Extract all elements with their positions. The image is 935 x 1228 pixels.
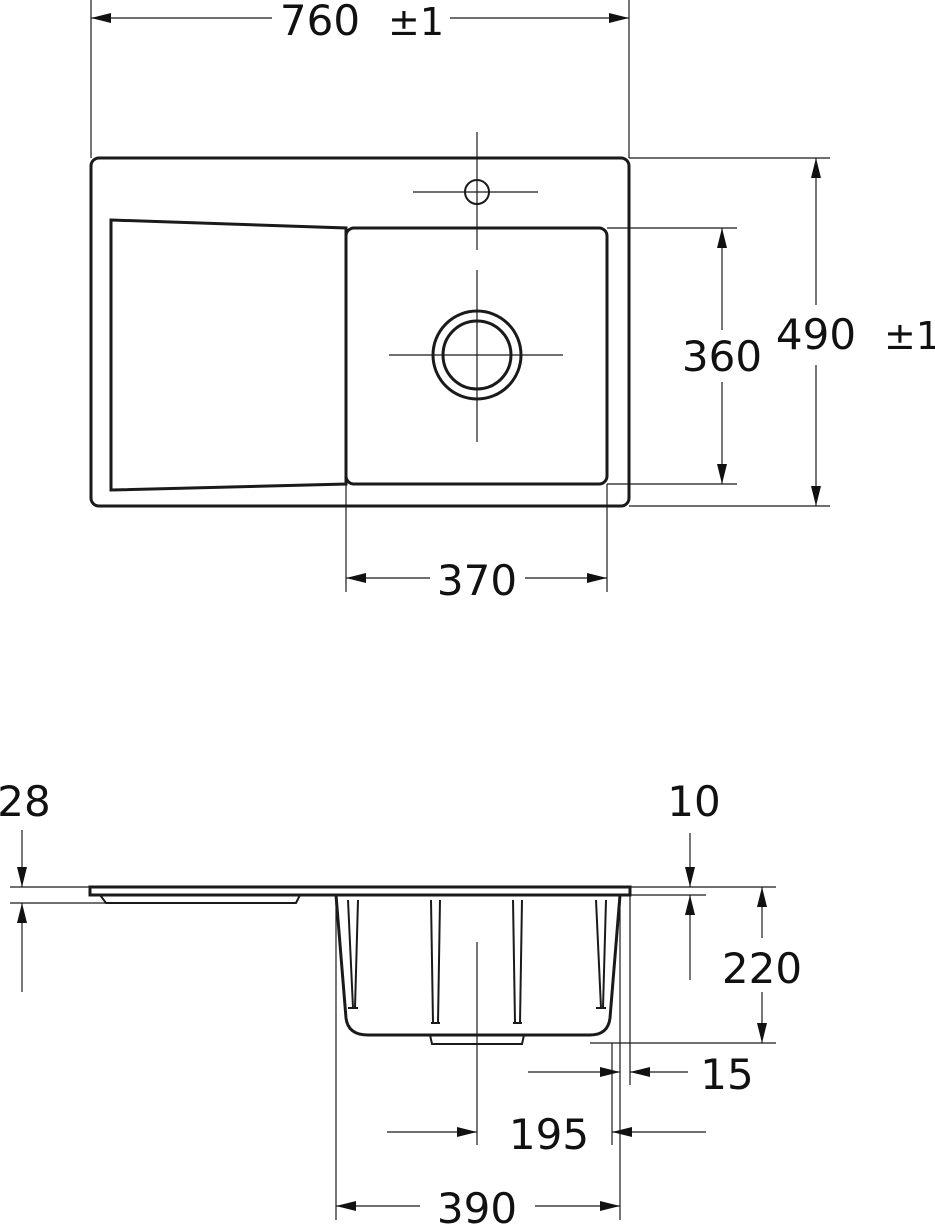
dim-depth: 490 — [776, 310, 856, 359]
dim-rim-thickness: 28 — [0, 777, 51, 826]
drainboard-outline — [109, 218, 348, 492]
dim-bowl-width: 370 — [437, 556, 517, 605]
bowl-profile — [334, 894, 622, 1037]
dim-width-tolerance: ±1 — [388, 0, 444, 44]
sink-outline — [89, 156, 631, 508]
dim-bowl-offset: 15 — [700, 1050, 753, 1099]
dim-deck-height: 10 — [667, 777, 720, 826]
dim-depth-tolerance: ±1 — [884, 314, 935, 358]
top-view: 760 ±1 490 ±1 360 370 — [89, 0, 935, 605]
dim-drain-offset: 195 — [509, 1110, 589, 1159]
dim-bowl-outer-width: 390 — [437, 1184, 517, 1228]
dim-bowl-height: 220 — [722, 944, 802, 993]
side-view: 28 10 220 15 195 390 — [0, 777, 802, 1228]
deck-profile — [88, 885, 632, 897]
dim-bowl-depth: 360 — [682, 332, 762, 381]
dim-width: 760 — [280, 0, 360, 45]
